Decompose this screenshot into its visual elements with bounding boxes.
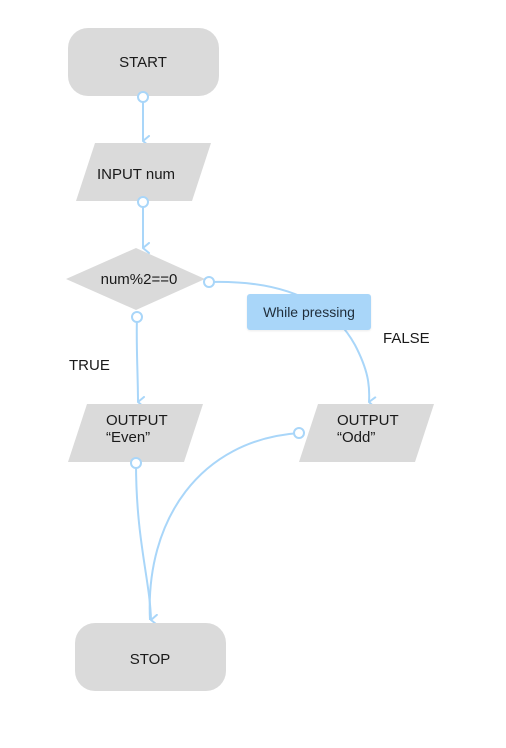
edge-decision-to-even[interactable] xyxy=(135,316,146,408)
start-label: START xyxy=(119,54,167,71)
port-start-bottom[interactable] xyxy=(137,91,149,103)
while-pressing-tooltip: While pressing xyxy=(247,294,371,330)
connection-ports xyxy=(130,91,305,469)
port-even-bottom[interactable] xyxy=(130,457,142,469)
output-even-node[interactable]: OUTPUT “Even” xyxy=(68,404,203,462)
edge-odd-to-stop[interactable] xyxy=(148,432,300,621)
stop-node[interactable]: STOP xyxy=(75,623,226,691)
true-edge-label: TRUE xyxy=(69,357,110,374)
port-odd-left[interactable] xyxy=(293,427,305,439)
edge-even-to-stop[interactable] xyxy=(135,462,159,626)
input-label: INPUT num xyxy=(97,166,175,183)
output-odd-line1: OUTPUT xyxy=(337,412,399,429)
output-odd-line2: “Odd” xyxy=(337,429,375,446)
start-node[interactable]: START xyxy=(68,28,219,96)
stop-label: STOP xyxy=(130,651,171,668)
output-even-line1: OUTPUT xyxy=(106,412,168,429)
decision-node[interactable]: num%2==0 xyxy=(66,248,205,310)
port-decision-bottom[interactable] xyxy=(131,311,143,323)
output-odd-node[interactable]: OUTPUT “Odd” xyxy=(299,404,434,462)
input-node[interactable]: INPUT num xyxy=(76,143,211,201)
output-even-line2: “Even” xyxy=(106,429,150,446)
port-decision-right[interactable] xyxy=(203,276,215,288)
decision-label: num%2==0 xyxy=(101,271,178,288)
port-input-bottom[interactable] xyxy=(137,196,149,208)
tooltip-label: While pressing xyxy=(263,304,355,320)
false-edge-label: FALSE xyxy=(383,330,430,347)
